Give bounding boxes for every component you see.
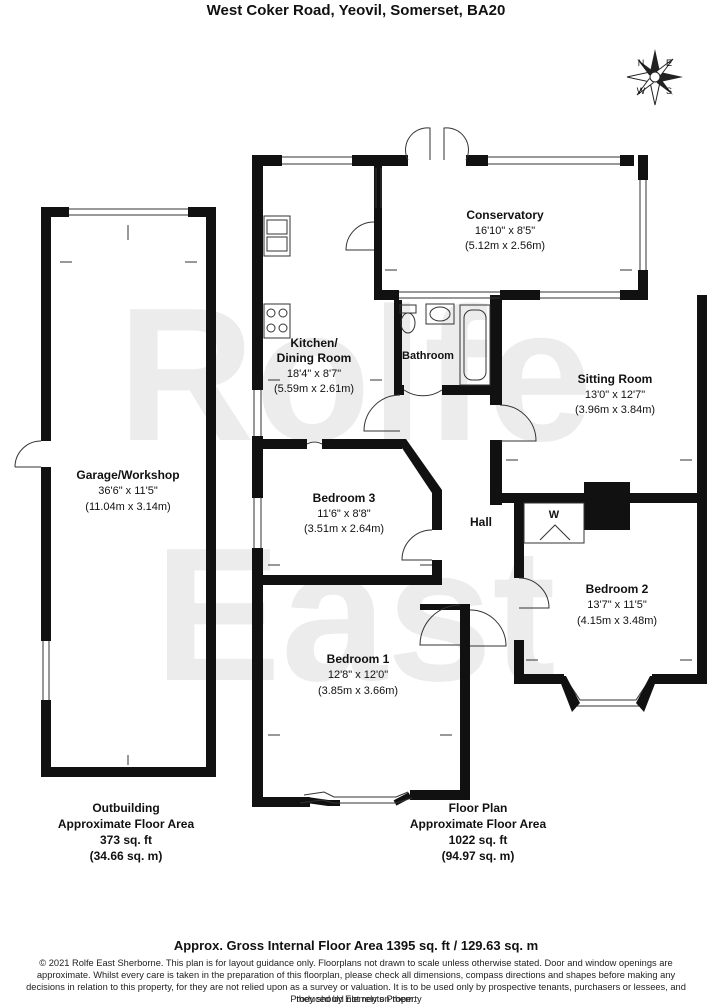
- watermark: Rolfe East: [118, 269, 593, 721]
- floorplan-sqm: (94.97 sq. m): [442, 849, 515, 863]
- bedroom3-metric: (3.51m x 2.64m): [304, 523, 384, 535]
- room-wardrobe: W: [549, 509, 560, 521]
- toilet-icon: [399, 304, 417, 334]
- garage-imperial: 36'6" x 11'5": [98, 485, 158, 497]
- sitting-name: Sitting Room: [578, 372, 653, 386]
- conservatory-imperial: 16'10" x 8'5": [475, 225, 535, 237]
- room-garage: Garage/Workshop 36'6" x 11'5" (11.04m x …: [76, 468, 179, 513]
- conservatory-metric: (5.12m x 2.56m): [465, 240, 545, 252]
- outbuilding-sqm: (34.66 sq. m): [90, 849, 163, 863]
- room-bedroom3: Bedroom 3 11'6" x 8'8" (3.51m x 2.64m): [304, 491, 384, 535]
- wardrobe-outline: [523, 502, 585, 544]
- room-bathroom: Bathroom: [402, 350, 454, 362]
- watermark-line-1: Rolfe: [118, 269, 593, 481]
- compass-n: N: [638, 58, 645, 68]
- garage-walls: [41, 207, 216, 777]
- garage-windows: [14, 208, 188, 700]
- floorplan-area: Floor Plan Approximate Floor Area 1022 s…: [410, 801, 547, 863]
- bedroom1-imperial: 12'8" x 12'0": [328, 669, 388, 681]
- floorplan-label: Floor Plan: [449, 801, 508, 815]
- house-walls: [252, 155, 707, 807]
- doors: [306, 127, 571, 647]
- windows: [253, 156, 647, 548]
- hob-icon: [263, 303, 291, 339]
- kitchen-name-1: Kitchen/: [290, 336, 338, 350]
- wardrobe-name: W: [549, 509, 560, 521]
- produced-by: Produced by Elements Property: [290, 994, 422, 1004]
- outbuilding-sqft: 373 sq. ft: [100, 833, 152, 847]
- room-bedroom2: Bedroom 2 13'7" x 11'5" (4.15m x 3.48m): [577, 582, 657, 627]
- room-conservatory: Conservatory 16'10" x 8'5" (5.12m x 2.56…: [465, 208, 545, 252]
- basin-icon: [425, 303, 455, 325]
- compass-rose-icon: N E S W: [626, 49, 683, 106]
- kitchen-imperial: 18'4" x 8'7": [287, 368, 341, 380]
- sitting-imperial: 13'0" x 12'7": [585, 389, 645, 401]
- room-sitting: Sitting Room 13'0" x 12'7" (3.96m x 3.84…: [575, 372, 655, 416]
- outbuilding-area: Outbuilding Approximate Floor Area 373 s…: [58, 801, 195, 863]
- bedroom3-imperial: 11'6" x 8'8": [317, 508, 370, 520]
- dimension-markers: [60, 225, 692, 765]
- floorplan-caption: Approximate Floor Area: [410, 817, 547, 831]
- outbuilding-caption: Approximate Floor Area: [58, 817, 195, 831]
- garage-name: Garage/Workshop: [76, 468, 179, 482]
- disclaimer: © 2021 Rolfe East Sherborne. This plan i…: [26, 958, 686, 1004]
- plan-title: West Coker Road, Yeovil, Somerset, BA20: [206, 2, 506, 19]
- bedroom1-name: Bedroom 1: [327, 652, 390, 666]
- bedroom1-bay-window: [306, 792, 412, 806]
- conservatory-name: Conservatory: [466, 208, 544, 222]
- bath-icon: [459, 304, 491, 386]
- garage-metric: (11.04m x 3.14m): [85, 501, 170, 513]
- room-hall: Hall: [470, 515, 492, 529]
- bedroom2-imperial: 13'7" x 11'5": [587, 599, 647, 611]
- bedroom2-name: Bedroom 2: [586, 582, 649, 596]
- bedroom1-bay-glass: [299, 791, 413, 804]
- outbuilding-label: Outbuilding: [92, 801, 159, 815]
- compass-e: E: [666, 58, 672, 68]
- room-bedroom1: Bedroom 1 12'8" x 12'0" (3.85m x 3.66m): [318, 652, 398, 697]
- hall-name: Hall: [470, 515, 492, 529]
- bedroom1-metric: (3.85m x 3.66m): [318, 685, 398, 697]
- kitchen-name-2: Dining Room: [277, 351, 352, 365]
- gross-area: Approx. Gross Internal Floor Area 1395 s…: [173, 938, 539, 953]
- bedroom3-name: Bedroom 3: [313, 491, 376, 505]
- bedroom2-metric: (4.15m x 3.48m): [577, 615, 657, 627]
- bedroom2-bay-walls: [558, 676, 658, 712]
- sitting-metric: (3.96m x 3.84m): [575, 404, 655, 416]
- kitchen-sink-icon: [263, 215, 291, 257]
- kitchen-metric: (5.59m x 2.61m): [274, 383, 354, 395]
- floorplan-sqft: 1022 sq. ft: [449, 833, 508, 847]
- compass-w: W: [637, 86, 646, 96]
- compass-s: S: [666, 86, 672, 96]
- bathroom-name: Bathroom: [402, 350, 454, 362]
- room-kitchen: Kitchen/ Dining Room 18'4" x 8'7" (5.59m…: [274, 336, 354, 395]
